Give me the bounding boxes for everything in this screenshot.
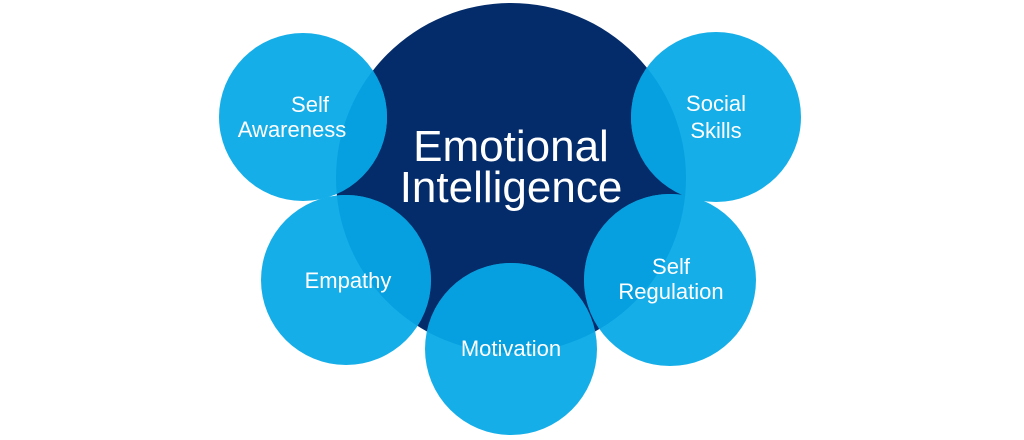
social-skills-label-line1: Social [686,91,746,116]
self-awareness-label-line1: Self [291,92,330,117]
self-awareness-label-line2: Awareness [238,117,346,142]
self-regulation-label-line2: Regulation [618,279,723,304]
empathy-label: Empathy [305,268,392,293]
center-title-line2: Intelligence [400,163,623,212]
self-regulation-label-line1: Self [652,254,691,279]
social-skills-label-line2: Skills [690,118,741,143]
motivation-overlap [425,263,597,353]
center-title-line1: Emotional [413,122,609,171]
motivation-label: Motivation [461,336,561,361]
